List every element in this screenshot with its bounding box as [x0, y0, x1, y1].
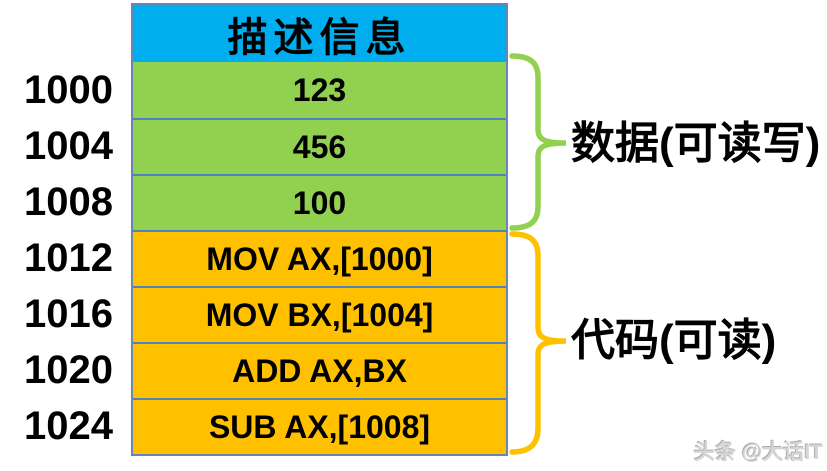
data-group-label: 数据(可读写) — [571, 119, 821, 168]
table-header-cell: 描述信息 — [133, 5, 506, 62]
data-brace — [509, 53, 567, 231]
address-label: 1016 — [24, 292, 113, 336]
memory-cell-code: MOV BX,[1004] — [133, 286, 506, 342]
code-brace — [509, 231, 567, 455]
group-braces — [509, 53, 567, 455]
address-label: 1000 — [24, 68, 113, 112]
address-label: 1020 — [24, 348, 113, 392]
memory-cell-code: ADD AX,BX — [133, 342, 506, 398]
address-label: 1024 — [24, 404, 113, 448]
address-label: 1008 — [24, 180, 113, 224]
code-group-label: 代码(可读) — [571, 316, 777, 365]
watermark: 头条 @大话IT — [694, 441, 823, 464]
memory-cell-code: MOV AX,[1000] — [133, 230, 506, 286]
memory-cell-data: 100 — [133, 174, 506, 230]
memory-cell-data: 456 — [133, 118, 506, 174]
address-column: 1000 1004 1008 1012 1016 1020 1024 — [0, 62, 113, 454]
address-label: 1004 — [24, 124, 113, 168]
memory-table: 描述信息 123 456 100 MOV AX,[1000] MOV BX,[1… — [131, 3, 508, 456]
memory-cell-data: 123 — [133, 62, 506, 118]
address-label: 1012 — [24, 236, 113, 280]
memory-cell-code: SUB AX,[1008] — [133, 398, 506, 454]
